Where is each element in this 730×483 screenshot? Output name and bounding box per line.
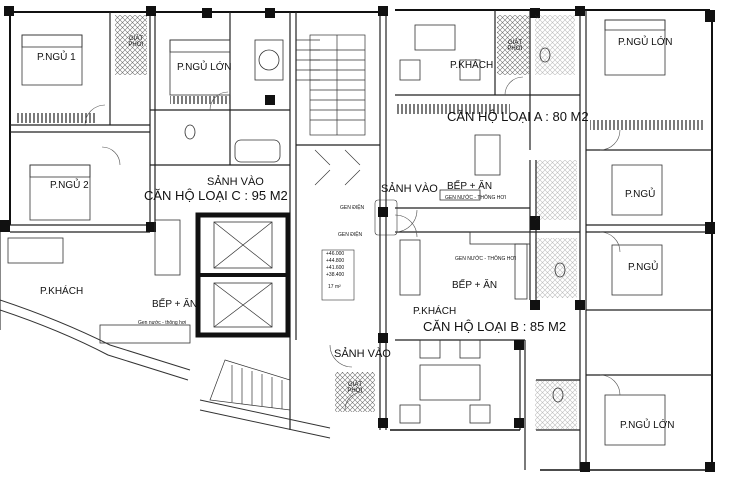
tiled-wet-areas: [115, 15, 577, 430]
level-marker-3: +41.600: [326, 265, 345, 271]
room-label-laundry-b: GIẶT PHƠI: [347, 382, 363, 394]
door-swings: [84, 76, 621, 411]
outer-walls: [0, 9, 713, 471]
room-label-kitchen-b: BẾP + ĂN: [452, 280, 498, 291]
room-label-living-a: P.KHÁCH: [450, 60, 494, 71]
level-marker-1: +46.000: [326, 251, 345, 257]
duct-label-c: Gen nước - thông hơi: [138, 320, 187, 326]
room-label-kitchen-c: BẾP + ĂN: [152, 299, 198, 310]
room-label-entry-b: SẢNH VÀO: [334, 348, 391, 360]
room-label-laundry-c: GIẶT PHƠI: [128, 36, 144, 48]
level-marker-4: +38.400: [326, 272, 345, 278]
room-label-bedroom-a: P.NGỦ: [625, 189, 656, 200]
apartment-label-b: CĂN HỘ LOẠI B : 85 M2: [423, 319, 567, 334]
room-label-kitchen-a: BẾP + ĂN: [447, 181, 493, 192]
room-label-entry-a: SẢNH VÀO: [381, 183, 438, 195]
duct-label-a: GEN NƯỚC - THÔNG HƠI: [445, 195, 507, 201]
wall-columns: [0, 6, 715, 472]
furniture: [7, 19, 666, 446]
room-label-living-c: P.KHÁCH: [40, 286, 84, 297]
apartment-label-c: CĂN HỘ LOẠI C : 95 M2: [144, 188, 288, 203]
room-label-laundry-a: GIẶT PHƠI: [507, 40, 523, 52]
elevator-core: [195, 212, 291, 338]
room-label-bedroom-b: P.NGỦ: [628, 262, 659, 273]
room-label-bedroom-2: P.NGỦ 2: [50, 180, 89, 191]
room-label-living-b: P.KHÁCH: [413, 306, 457, 317]
room-label-entry-c: SẢNH VÀO: [207, 176, 264, 188]
elec-duct-label: GEN ĐIỆN: [340, 205, 365, 211]
elec-duct-label-2: GEN ĐIỆN: [338, 232, 363, 238]
room-label-master-a: P.NGỦ LỚN: [618, 37, 673, 48]
room-label-master-c: P.NGỦ LỚN: [177, 62, 232, 73]
room-label-master-b: P.NGỦ LỚN: [620, 420, 675, 431]
balcony-railings: [15, 96, 705, 344]
curved-balcony: [0, 299, 331, 439]
apartment-label-a: CĂN HỘ LOẠI A : 80 M2: [447, 109, 589, 124]
stair-area-tag: 17 m²: [328, 284, 341, 290]
level-marker-2: +44.800: [326, 258, 345, 264]
stair-core: [209, 34, 366, 411]
room-label-bedroom-1: P.NGỦ 1: [37, 52, 76, 63]
duct-label-b: GEN NƯỚC - THÔNG HƠI: [455, 256, 517, 262]
elevation-markers: [314, 149, 398, 301]
